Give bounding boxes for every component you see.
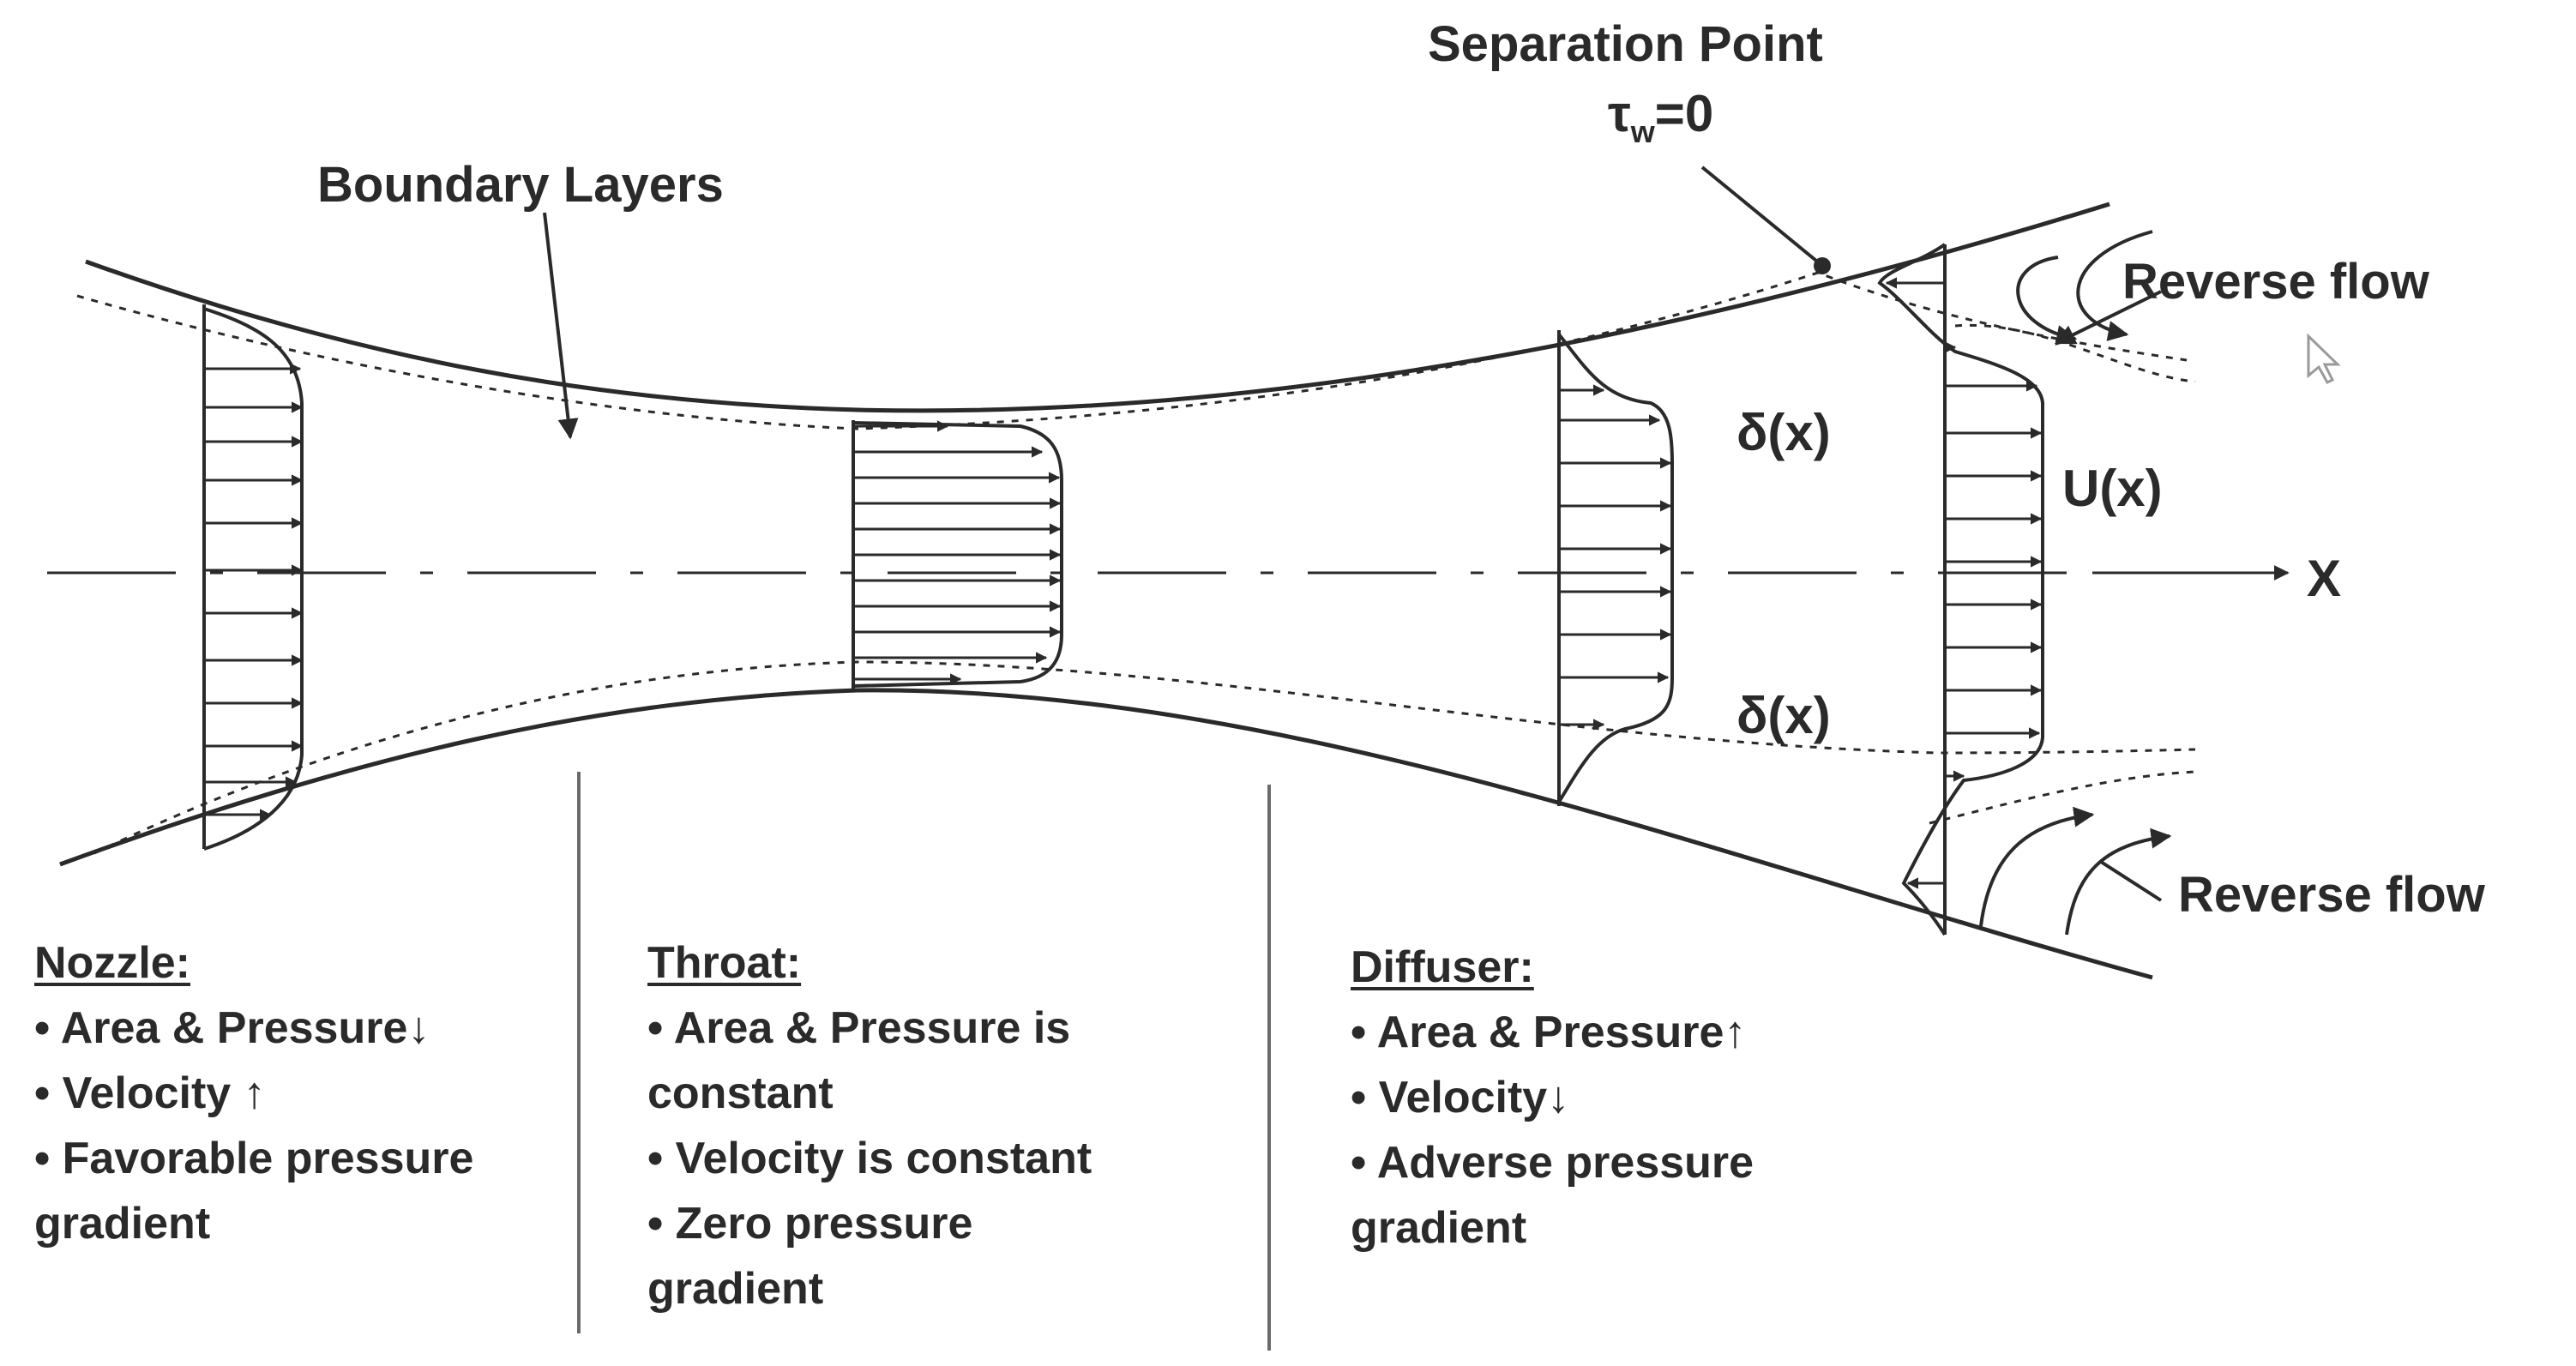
tau-subscript: w [1630,114,1655,149]
nozzle-line: • Favorable pressure [34,1134,474,1183]
diffuser-line: • Area & Pressure [1351,1008,1724,1057]
throat-line: • Velocity is constant [647,1134,1092,1183]
nozzle-line: gradient [34,1199,211,1249]
reverse-flow-leader-top [2054,290,2162,345]
diffuser-line: gradient [1351,1203,1527,1253]
velocity-u-label: U(x) [2062,460,2163,517]
nozzle-title: Nozzle: [34,938,190,988]
separated-profile-envelope [1877,243,2044,936]
reverse-flow-label-top: Reverse flow [2122,254,2429,310]
upper-separation-edge [1954,323,2196,383]
boundary-layers-leader [543,212,579,440]
arrow-down-icon: ↓ [407,1003,430,1053]
lower-wall [59,688,2153,980]
tau-symbol: τ [1608,85,1631,142]
tau-value: =0 [1654,85,1714,142]
diffuser-section: Diffuser: • Area & Pressure↑ • Velocity↓… [1351,935,1754,1261]
nozzle-line: • Area & Pressure [34,1003,408,1053]
separation-point-label: Separation Point [1428,16,1823,72]
diffuser-line: • Adverse pressure [1351,1138,1754,1188]
throat-section: Throat: • Area & Pressure is constant • … [647,930,1092,1321]
reverse-flow-swirl-top [2016,256,2078,346]
x-axis-label: X [2307,550,2342,607]
reverse-flow-swirl-bottom [1979,806,2095,927]
lower-separation-edge [1929,770,2196,825]
nozzle-profile-envelope [203,307,304,851]
lower-boundary-layer-edge [93,660,2196,855]
delta-bottom-label: δ(x) [1736,687,1831,744]
nozzle-line: • Velocity [34,1068,232,1118]
diffuser-title: Diffuser: [1351,942,1534,992]
arrow-down-icon: ↓ [1547,1073,1570,1122]
throat-line: gradient [647,1264,824,1314]
throat-profile-envelope [852,421,1063,688]
diffuser-line: • Velocity [1351,1073,1548,1122]
reverse-flow-label-bottom: Reverse flow [2178,867,2485,923]
nozzle-section: Nozzle: • Area & Pressure↓ • Velocity ↑ … [34,930,473,1256]
reverse-flow-swirl-top [2076,230,2153,341]
separation-point-dot [1814,257,1831,274]
boundary-layers-label: Boundary Layers [317,157,724,213]
delta-top-label: δ(x) [1736,404,1831,461]
cursor-icon [2307,333,2341,384]
wall-shear-label: τw=0 [1608,84,1713,150]
throat-line: • Area & Pressure is [647,1003,1071,1053]
diffuser-profile-envelope [1557,333,1674,803]
throat-line: constant [647,1068,834,1118]
reverse-flow-leader-bottom [2099,860,2163,902]
upper-wall [85,202,2110,413]
throat-line: • Zero pressure [647,1199,973,1249]
reverse-flow-swirl-bottom [2065,827,2172,936]
separation-point-leader [1700,165,1818,262]
arrow-up-icon: ↑ [243,1068,266,1118]
upper-boundary-layer-edge [76,271,2188,430]
throat-title: Throat: [647,938,802,988]
arrow-up-icon: ↑ [1724,1008,1747,1057]
